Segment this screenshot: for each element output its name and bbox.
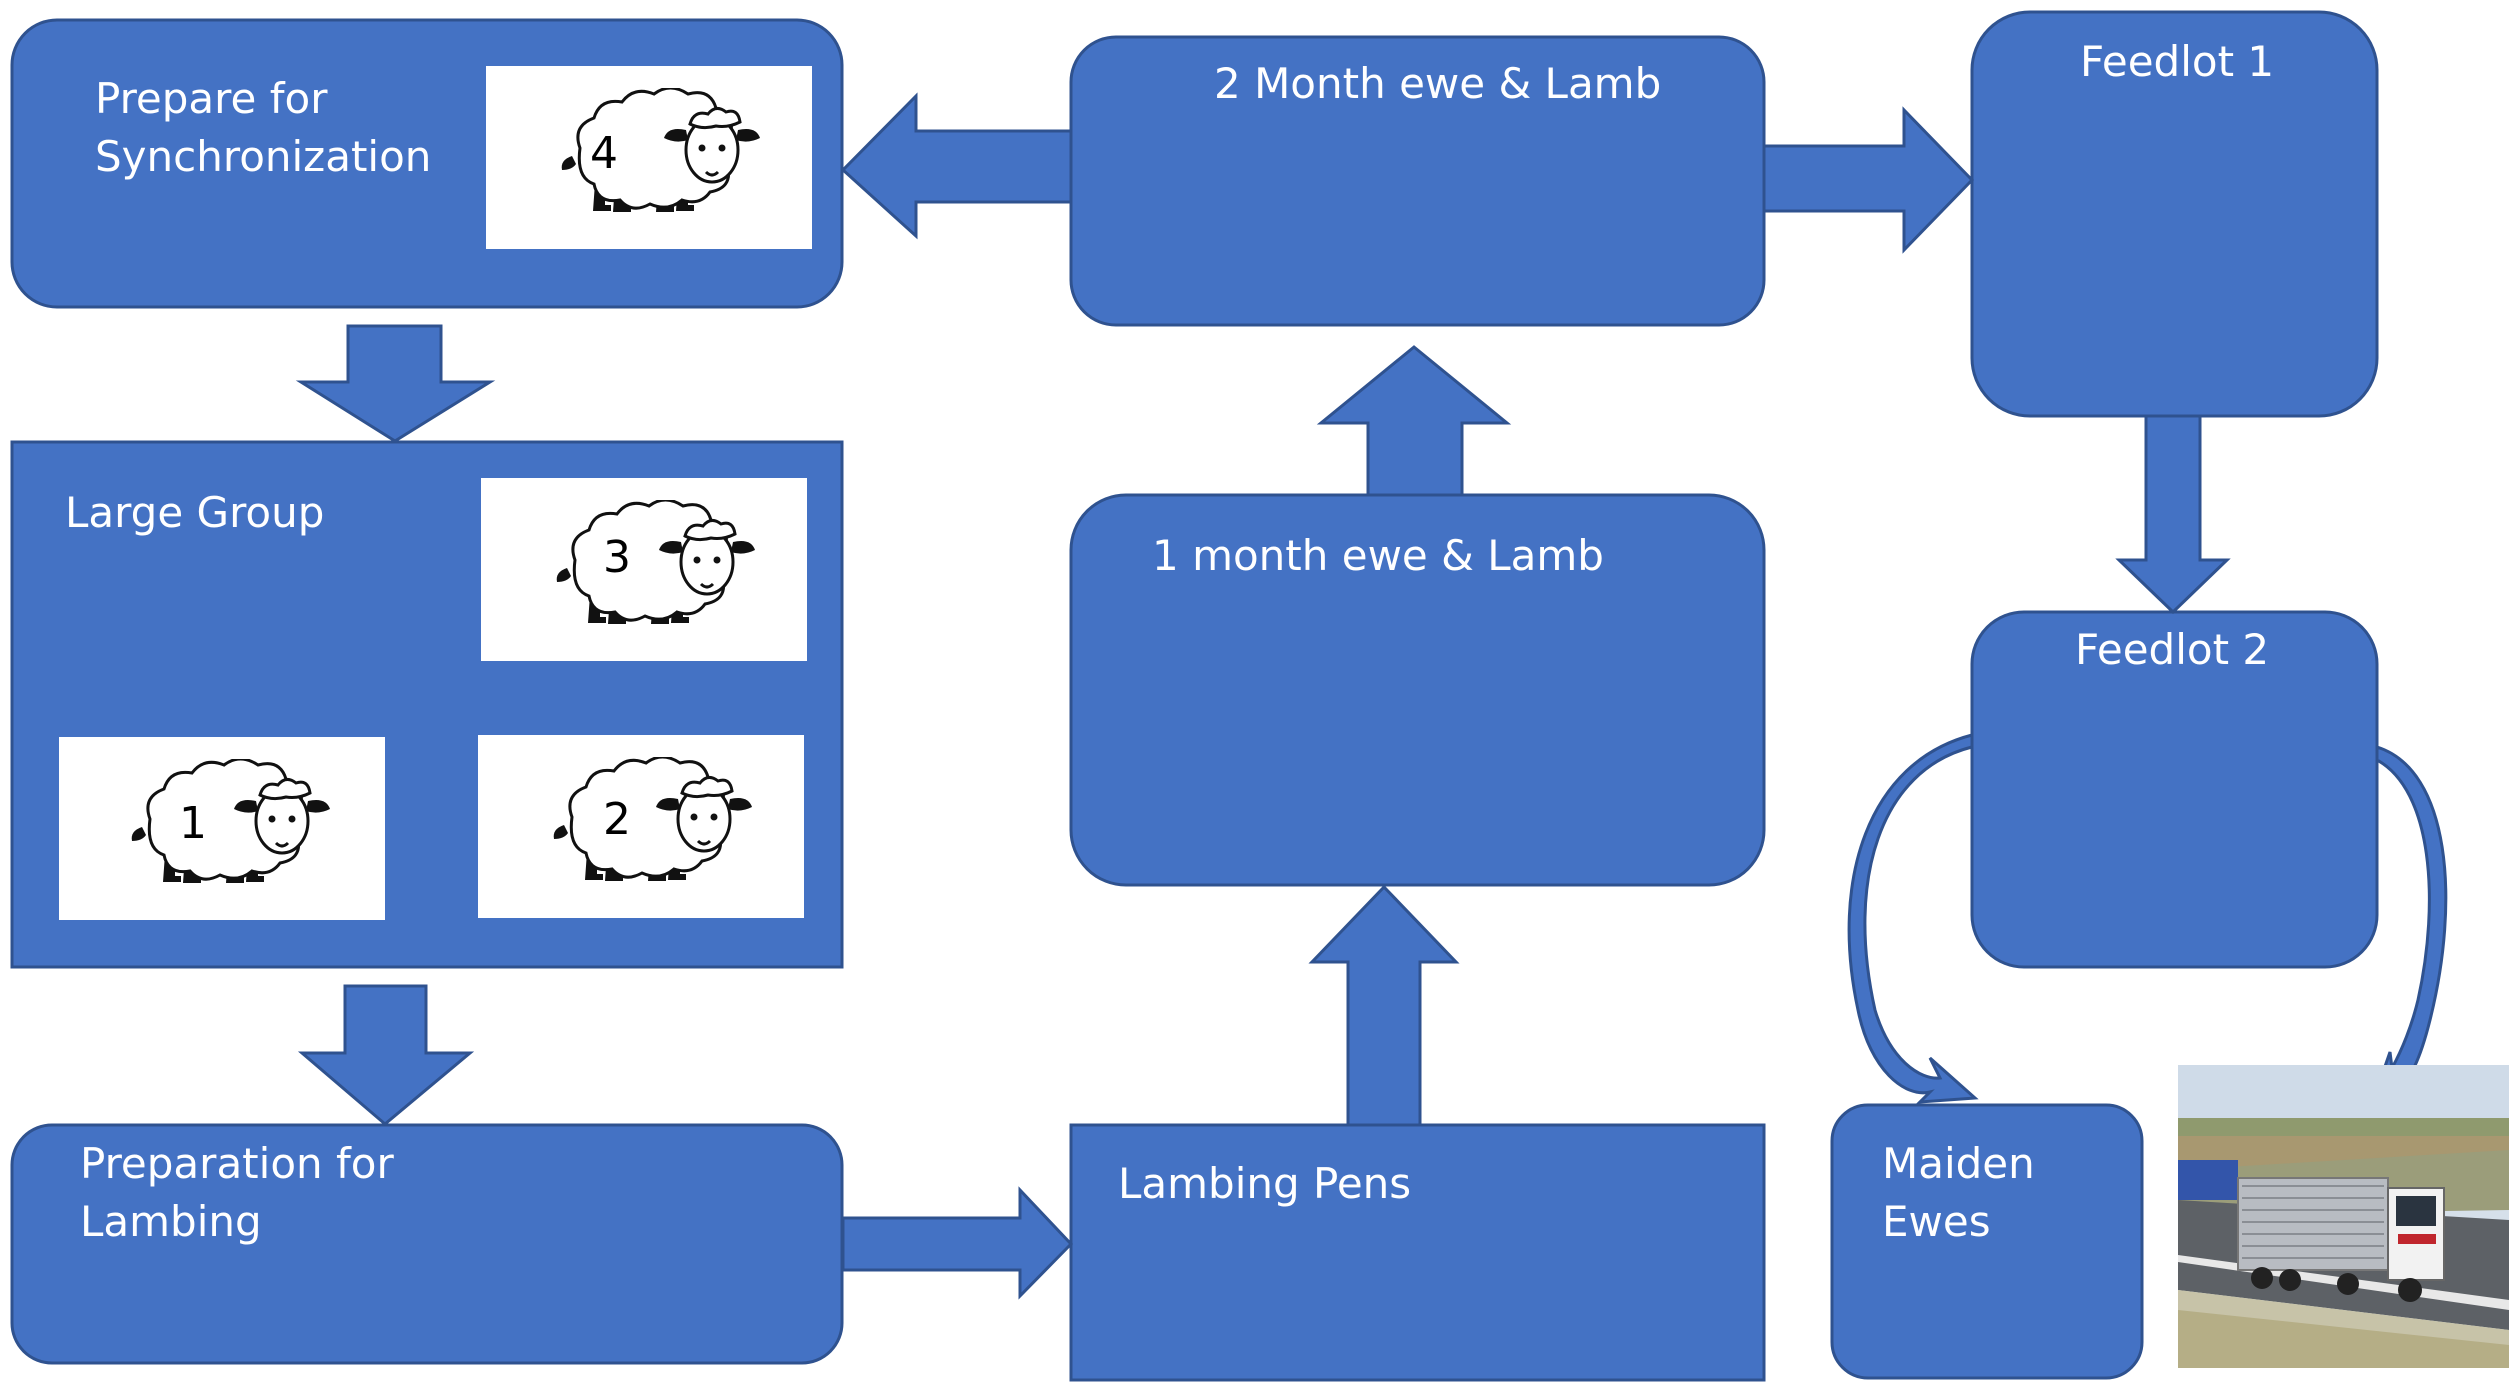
- arrow-down-feedlot1-to-feedlot2: [2115, 414, 2231, 615]
- prep-lambing-line2: Lambing: [80, 1197, 262, 1246]
- box-preparation-for-lambing: Preparation for Lambing: [10, 1123, 844, 1365]
- box-feedlot-1: Feedlot 1: [1970, 10, 2379, 418]
- large-group-label: Large Group: [65, 488, 324, 537]
- curved-arrow-feedlot2-to-truck: [2368, 744, 2448, 1109]
- maiden-line2: Ewes: [1882, 1197, 1991, 1246]
- arrow-down-prepare-to-large-group: [295, 324, 496, 443]
- sheep-number-1: 1: [179, 798, 207, 849]
- box-maiden-ewes: Maiden Ewes: [1830, 1103, 2144, 1380]
- box-large-group: Large Group 3 1 2: [10, 440, 844, 969]
- livestock-truck-photo: [2178, 1065, 2509, 1368]
- feedlot2-label: Feedlot 2: [2075, 625, 2269, 674]
- lambing-pens-label: Lambing Pens: [1118, 1159, 1411, 1208]
- arrow-up-one-month-to-two-month: [1316, 345, 1512, 497]
- box-two-month-ewe-lamb: 2 Month ewe & Lamb: [1069, 35, 1766, 327]
- box-one-month-ewe-lamb: 1 month ewe & Lamb: [1069, 493, 1766, 887]
- one-month-label: 1 month ewe & Lamb: [1152, 531, 1604, 580]
- arrow-up-pens-to-one-month: [1308, 884, 1460, 1127]
- curved-arrow-feedlot2-to-maiden: [1847, 733, 1979, 1104]
- box-feedlot-2: Feedlot 2: [1970, 610, 2379, 969]
- arrow-right-2month-to-feedlot1: [1762, 106, 1975, 254]
- prep-lambing-line1: Preparation for: [80, 1139, 394, 1188]
- sheep-number-4: 4: [590, 128, 618, 179]
- arrow-down-large-group-to-prep-lambing: [297, 984, 475, 1126]
- arrow-left-2month-to-prepare: [840, 92, 1073, 240]
- maiden-line1: Maiden: [1882, 1139, 2035, 1188]
- feedlot1-label: Feedlot 1: [2080, 37, 2274, 86]
- two-month-label: 2 Month ewe & Lamb: [1214, 59, 1661, 108]
- box-prepare-synchronization: Prepare for Synchronization 4: [10, 18, 844, 309]
- sheep-number-2: 2: [603, 794, 631, 845]
- arrow-right-prep-lambing-to-pens: [841, 1186, 1074, 1300]
- sheep-number-3: 3: [603, 532, 631, 583]
- prepare-sync-line2: Synchronization: [95, 132, 431, 181]
- prepare-sync-line1: Prepare for: [95, 74, 328, 123]
- box-lambing-pens: Lambing Pens: [1069, 1123, 1766, 1382]
